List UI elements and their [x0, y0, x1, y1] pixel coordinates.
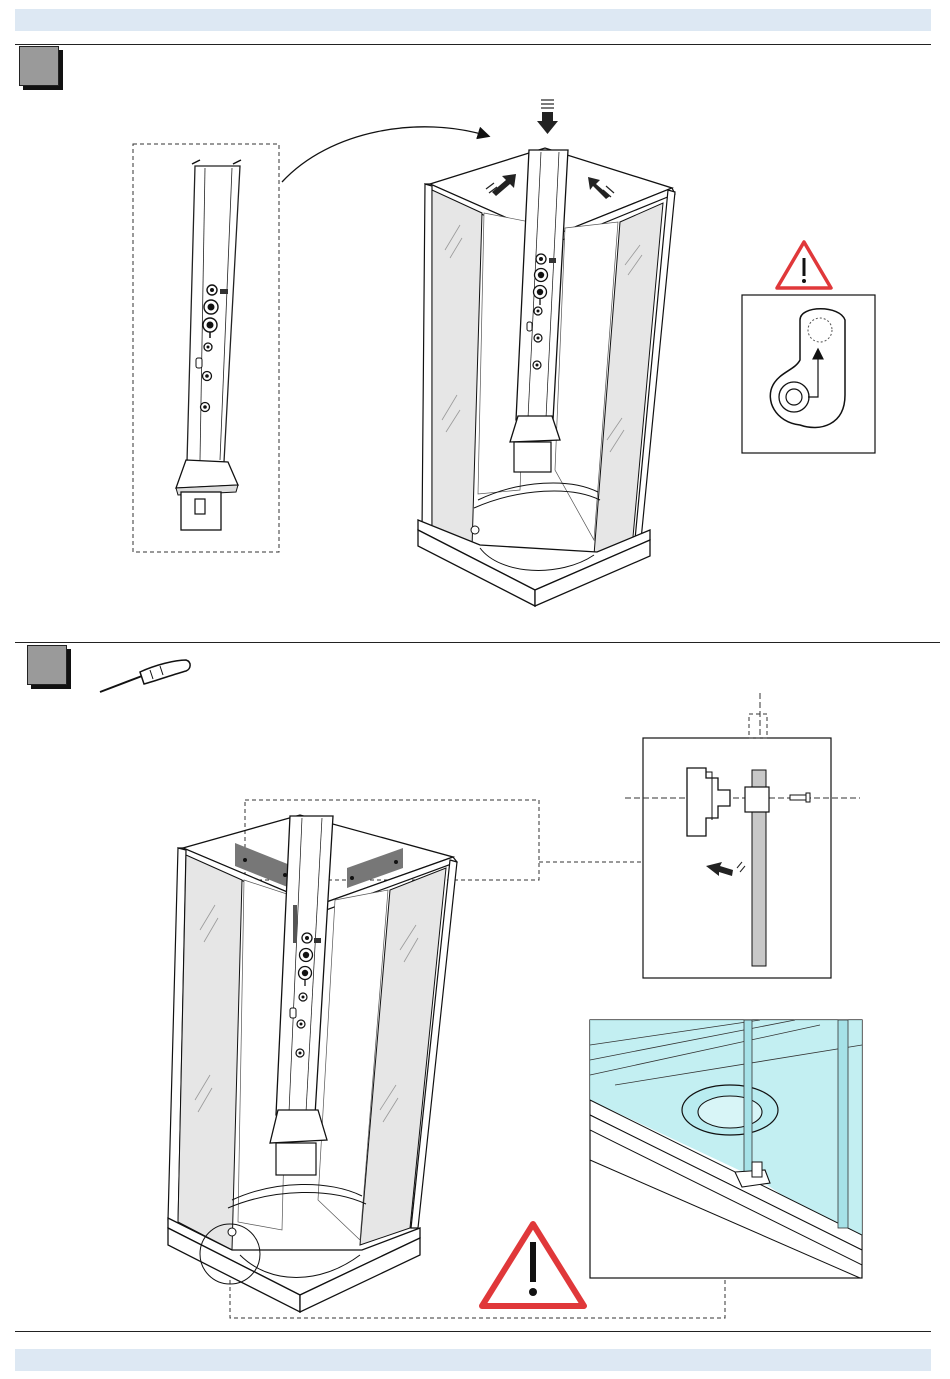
push-down-arrow-icon — [537, 100, 558, 134]
step-1-warning-triangle-icon — [777, 242, 831, 288]
push-left-arrow-icon — [588, 177, 614, 199]
step-2-clip-screw-detail — [625, 693, 860, 978]
step-2-tray-corner-detail — [590, 1020, 862, 1278]
push-right-arrow-icon — [486, 174, 516, 196]
step-2-warning-triangle-icon — [482, 1224, 584, 1306]
step-1-shower-cabin — [418, 148, 675, 606]
screwdriver-icon — [100, 660, 190, 692]
move-arrow-icon — [282, 127, 488, 182]
step-1-column-panel — [133, 144, 279, 552]
step-1-latch-detail — [742, 295, 875, 453]
